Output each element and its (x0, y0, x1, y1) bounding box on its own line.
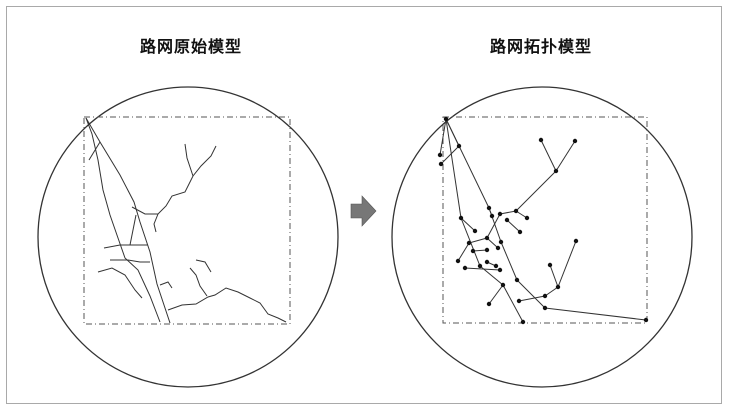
right-arrow-icon (350, 195, 377, 227)
original-model-circle (37, 86, 339, 388)
topology-model-boundary (442, 116, 648, 324)
original-road-lines (85, 117, 287, 324)
original-model-title: 路网原始模型 (139, 37, 242, 56)
topology-nodes (437, 116, 649, 325)
topology-model-title: 路网拓扑模型 (489, 37, 592, 56)
topology-model-panel (391, 86, 693, 388)
topology-model-circle (391, 86, 693, 388)
topology-edges (439, 118, 647, 323)
original-model-boundary (83, 116, 291, 325)
original-model-panel (37, 86, 339, 388)
